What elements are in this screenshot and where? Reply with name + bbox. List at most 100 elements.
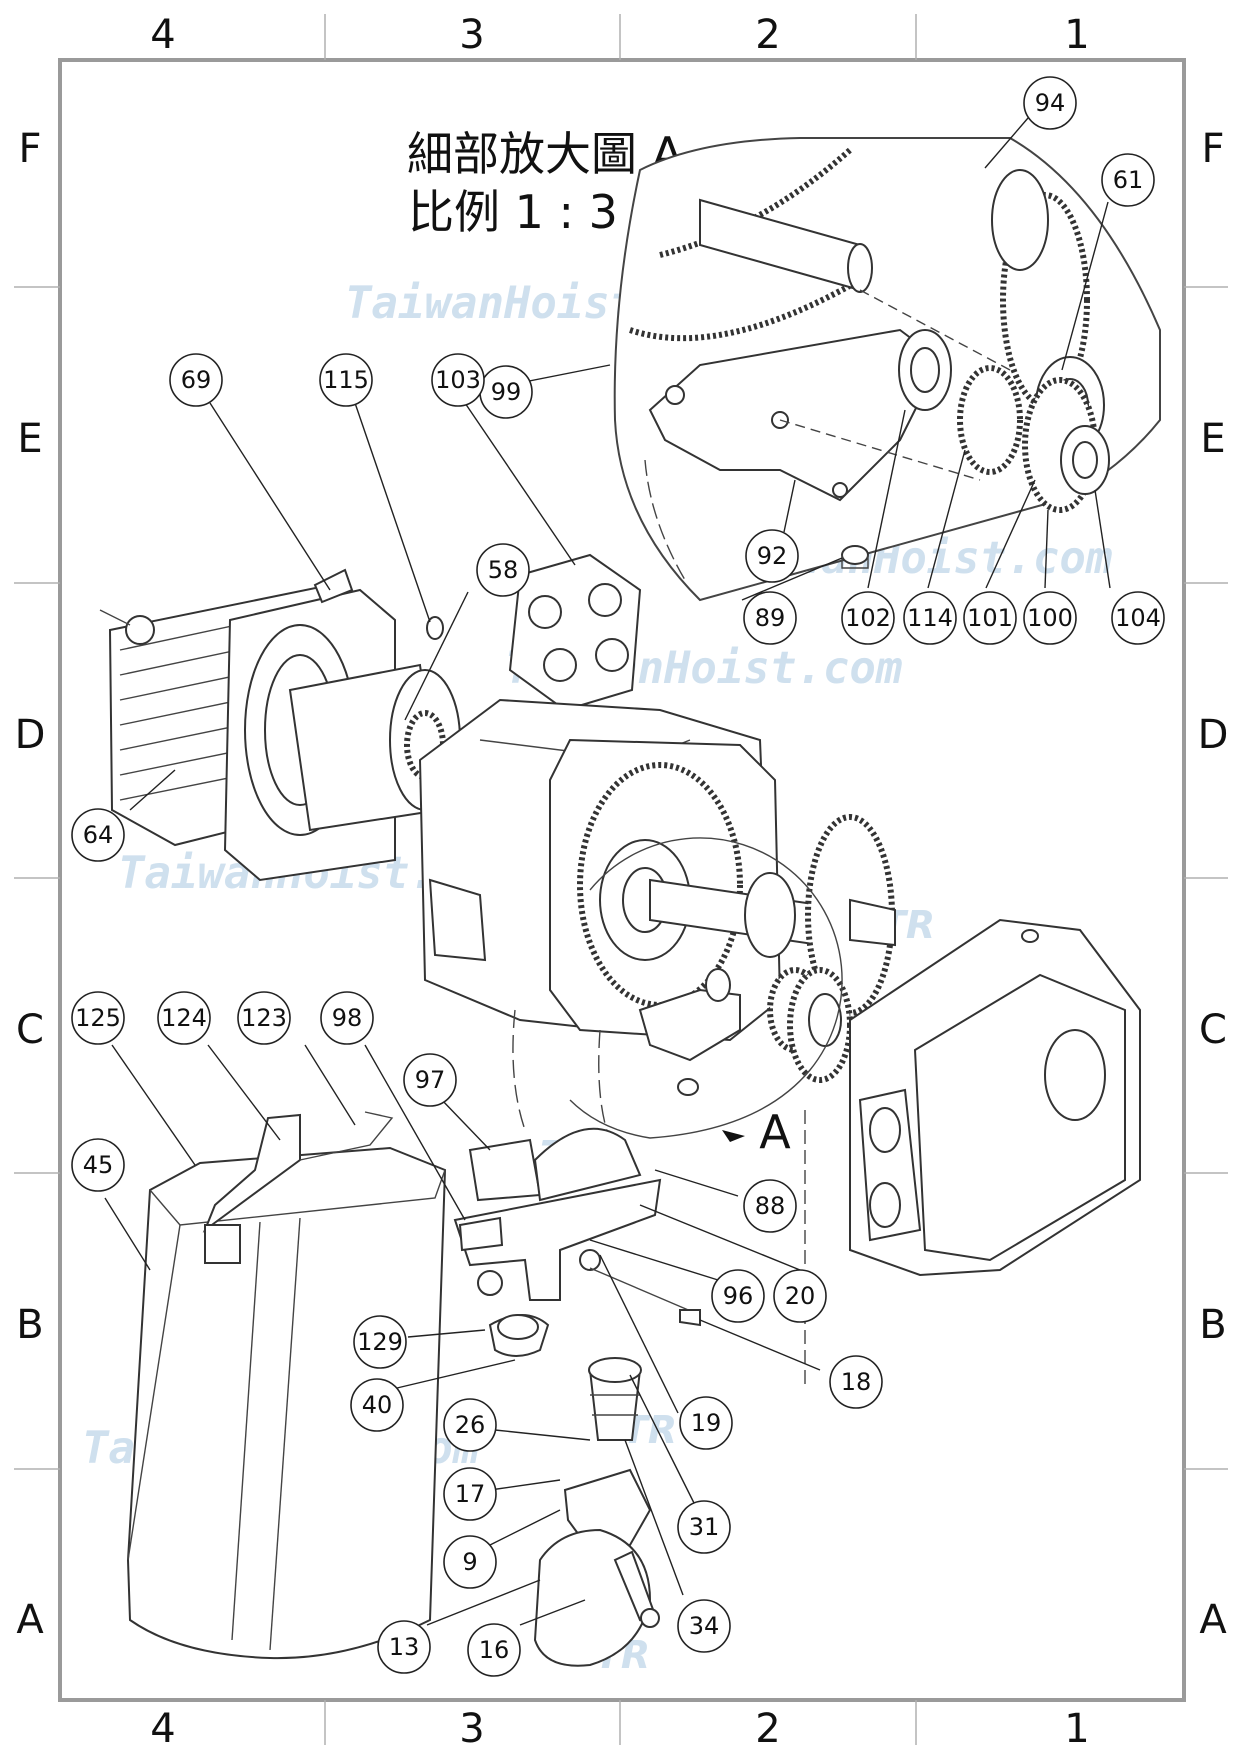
balloon-circle-61 [1101, 153, 1155, 207]
balloon-label-94: 94 [1035, 89, 1066, 117]
balloon-circle-104 [1111, 591, 1165, 645]
balloon-124: 124 [157, 991, 211, 1045]
balloon-circle-9 [443, 1535, 497, 1589]
balloon-label-16: 16 [479, 1636, 510, 1664]
balloon-64: 64 [71, 808, 125, 862]
balloon-label-34: 34 [689, 1612, 720, 1640]
balloon-label-17: 17 [455, 1480, 486, 1508]
balloon-18: 18 [829, 1355, 883, 1409]
zone-col-top-3: 3 [459, 12, 484, 58]
side-cover [849, 918, 1141, 1277]
drawing-frame [58, 58, 1186, 1702]
balloon-circle-19 [679, 1396, 733, 1450]
balloon-circle-31 [677, 1500, 731, 1554]
balloon-label-31: 31 [689, 1513, 720, 1541]
balloon-19: 19 [679, 1396, 733, 1450]
balloon-125: 125 [71, 991, 125, 1045]
detail-a-view [613, 137, 1161, 602]
balloon-circle-101 [963, 591, 1017, 645]
zone-col-top-4: 4 [150, 12, 175, 58]
balloon-label-124: 124 [161, 1004, 207, 1032]
balloon-label-97: 97 [415, 1066, 446, 1094]
zone-col-top-2: 2 [755, 12, 780, 58]
zone-row-right-B: B [1199, 1302, 1226, 1348]
zone-row-left-D: D [15, 712, 46, 758]
balloon-label-64: 64 [83, 821, 114, 849]
balloon-129: 129 [353, 1315, 407, 1369]
balloon-102: 102 [841, 591, 895, 645]
detail-scale: 比例 1 : 3 [408, 185, 618, 239]
balloon-label-98: 98 [332, 1004, 363, 1032]
balloon-circle-18 [829, 1355, 883, 1409]
balloon-103: 103 [431, 353, 485, 407]
balloon-label-18: 18 [841, 1368, 872, 1396]
balloon-circle-89 [743, 591, 797, 645]
zone-col-top-1: 1 [1064, 12, 1089, 58]
balloon-circle-124 [157, 991, 211, 1045]
balloon-circle-97 [403, 1053, 457, 1107]
balloon-label-102: 102 [845, 604, 891, 632]
balloon-circle-34 [677, 1599, 731, 1653]
balloon-circle-114 [903, 591, 957, 645]
balloon-99: 99 [479, 365, 533, 419]
balloon-89: 89 [743, 591, 797, 645]
balloon-circle-92 [745, 529, 799, 583]
detail-arrow-icon [722, 1130, 745, 1142]
balloon-label-61: 61 [1113, 166, 1144, 194]
balloon-label-89: 89 [755, 604, 786, 632]
zone-ticks [14, 14, 1228, 1745]
balloon-circle-20 [773, 1269, 827, 1323]
balloon-label-40: 40 [362, 1391, 393, 1419]
balloon-label-123: 123 [241, 1004, 287, 1032]
zone-col-bottom-4: 4 [150, 1706, 175, 1752]
balloon-label-115: 115 [323, 366, 369, 394]
balloon-circle-17 [443, 1467, 497, 1521]
balloon-40: 40 [350, 1378, 404, 1432]
hook-assembly [488, 1314, 660, 1667]
balloon-115: 115 [319, 353, 373, 407]
balloon-61: 61 [1101, 153, 1155, 207]
balloon-114: 114 [903, 591, 957, 645]
balloon-123: 123 [237, 991, 291, 1045]
detail-title: 細部放大圖 A [407, 127, 684, 181]
zone-row-left-C: C [16, 1007, 44, 1053]
balloon-58: 58 [476, 543, 530, 597]
balloon-label-13: 13 [389, 1633, 420, 1661]
balloon-label-104: 104 [1115, 604, 1161, 632]
balloon-label-45: 45 [83, 1151, 114, 1179]
balloon-45: 45 [71, 1138, 125, 1192]
balloon-label-114: 114 [907, 604, 953, 632]
zone-row-right-A: A [1199, 1597, 1227, 1643]
cover-103-part [508, 553, 642, 712]
balloon-26: 26 [443, 1398, 497, 1452]
balloon-label-58: 58 [488, 556, 519, 584]
balloon-94: 94 [1023, 76, 1077, 130]
balloon-96: 96 [711, 1269, 765, 1323]
balloon-circle-96 [711, 1269, 765, 1323]
balloon-34: 34 [677, 1599, 731, 1653]
balloon-label-19: 19 [691, 1409, 722, 1437]
balloon-circle-103 [431, 353, 485, 407]
motor-assembly [99, 568, 461, 882]
zone-col-bottom-3: 3 [459, 1706, 484, 1752]
balloon-label-88: 88 [755, 1192, 786, 1220]
balloon-circle-88 [743, 1179, 797, 1233]
balloon-69: 69 [169, 353, 223, 407]
detail-marker-a: A [759, 1105, 791, 1159]
balloon-circle-98 [320, 991, 374, 1045]
balloon-9: 9 [443, 1535, 497, 1589]
balloon-circle-125 [71, 991, 125, 1045]
zone-row-left-E: E [17, 416, 42, 462]
balloon-circle-115 [319, 353, 373, 407]
balloon-label-9: 9 [462, 1548, 477, 1576]
balloon-label-69: 69 [181, 366, 212, 394]
balloon-16: 16 [467, 1623, 521, 1677]
balloon-label-129: 129 [357, 1328, 403, 1356]
balloon-circle-69 [169, 353, 223, 407]
balloon-104: 104 [1111, 591, 1165, 645]
zone-row-right-C: C [1199, 1007, 1227, 1053]
balloon-label-100: 100 [1027, 604, 1073, 632]
zone-row-right-F: F [1201, 126, 1224, 172]
balloon-101: 101 [963, 591, 1017, 645]
